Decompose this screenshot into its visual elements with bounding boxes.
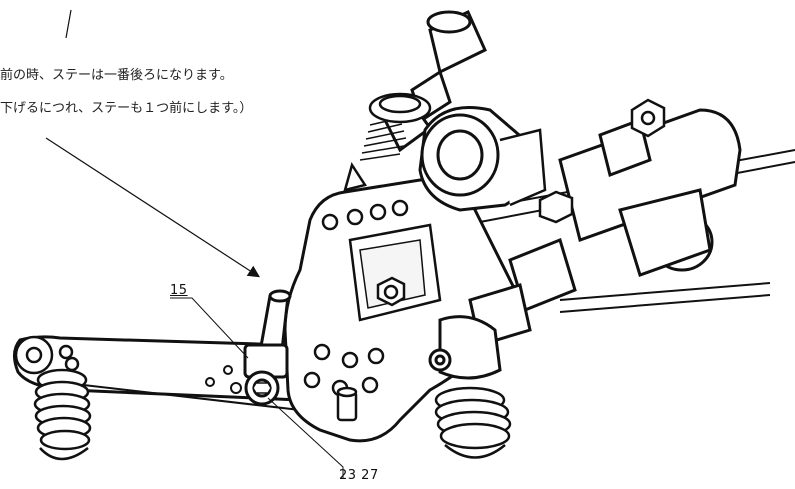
instruction-note-line-2: 下げるにつれ、ステーも１つ前にします。） <box>0 101 253 116</box>
pushrod-clevis <box>428 237 577 380</box>
toe-peg <box>33 368 92 461</box>
top-right-bolt <box>538 98 666 224</box>
lever-end-boss <box>14 335 80 375</box>
upper-spring-coil <box>359 117 407 161</box>
shift-stay-link <box>243 289 292 379</box>
master-cylinder <box>558 108 742 277</box>
lower-spring <box>434 386 512 459</box>
top-roller <box>418 106 547 212</box>
top-slash-mark <box>65 9 72 39</box>
instruction-note-line-1: 前の時、ステーは一番後ろになります。 <box>0 68 233 83</box>
upper-collar <box>343 92 432 192</box>
stay-bolt <box>244 370 280 406</box>
footrest-plate <box>283 178 522 443</box>
lower-boss <box>336 386 358 422</box>
pivot-nut <box>376 276 406 307</box>
lever-holes <box>205 365 242 394</box>
part-callout-15: 15 <box>170 283 188 298</box>
callout-leaders <box>170 297 344 478</box>
part-callout-23-27: 23 27 <box>339 468 379 483</box>
note-leader-arrow <box>45 137 261 278</box>
